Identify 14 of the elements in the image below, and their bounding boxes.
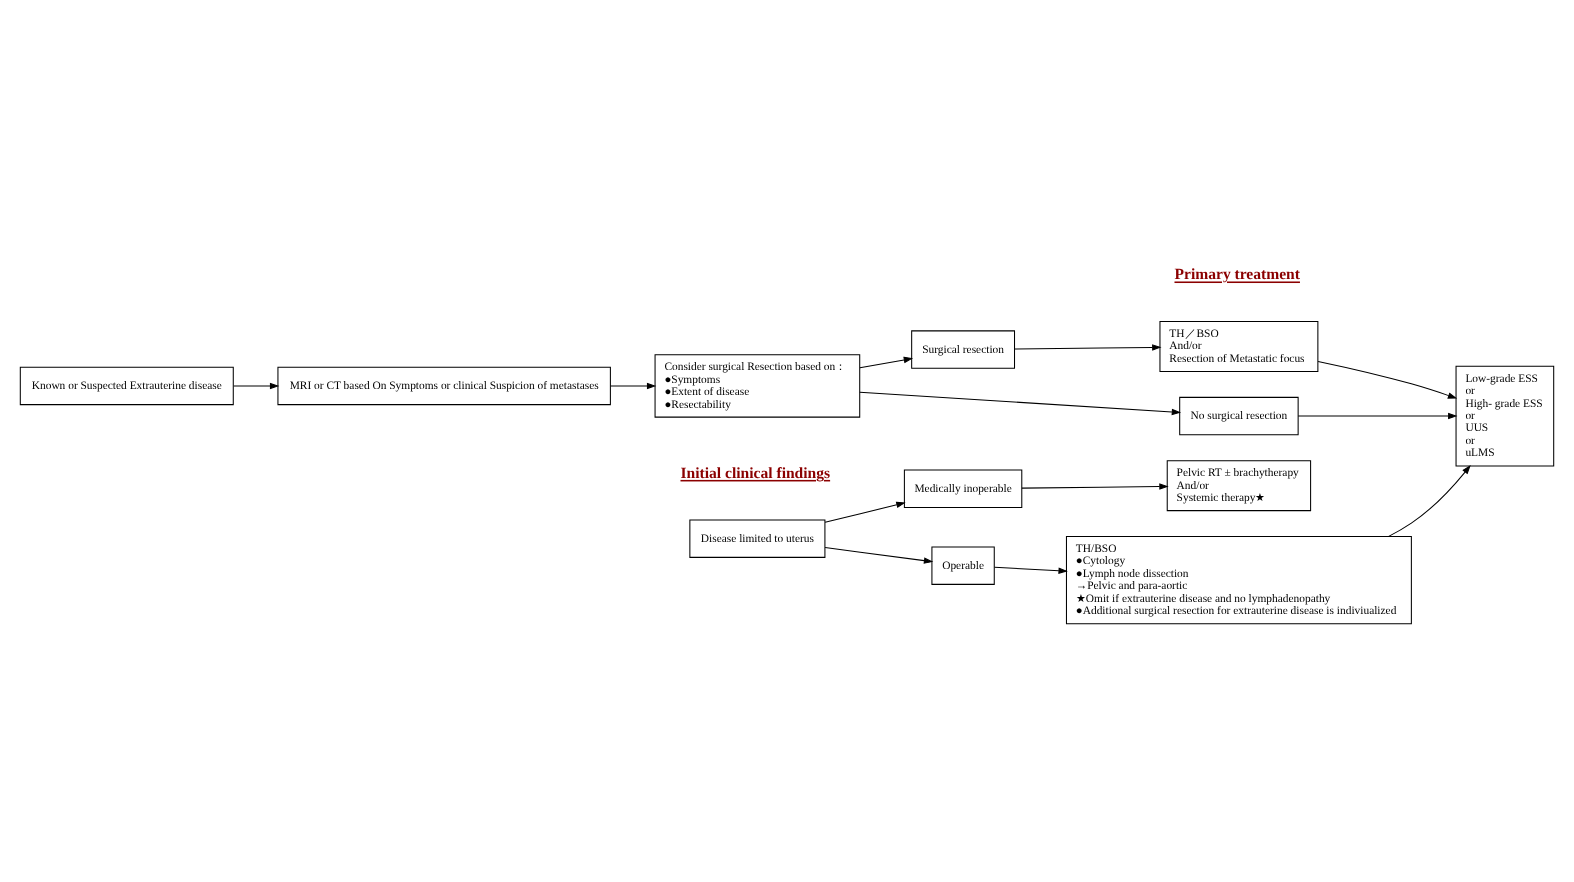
arrow <box>859 391 1182 416</box>
arrow <box>1317 360 1458 399</box>
arrow <box>610 382 657 390</box>
arrow <box>859 356 914 369</box>
arrow <box>1021 483 1169 490</box>
arrow <box>1014 344 1162 351</box>
arrow <box>233 382 280 390</box>
label: Initial clinical findings <box>680 463 831 482</box>
label: Primary treatment <box>1174 265 1300 284</box>
arrow <box>824 547 934 564</box>
arrow <box>1388 464 1471 537</box>
arrow <box>1297 412 1458 420</box>
arrow <box>993 566 1068 574</box>
arrow <box>824 501 906 523</box>
